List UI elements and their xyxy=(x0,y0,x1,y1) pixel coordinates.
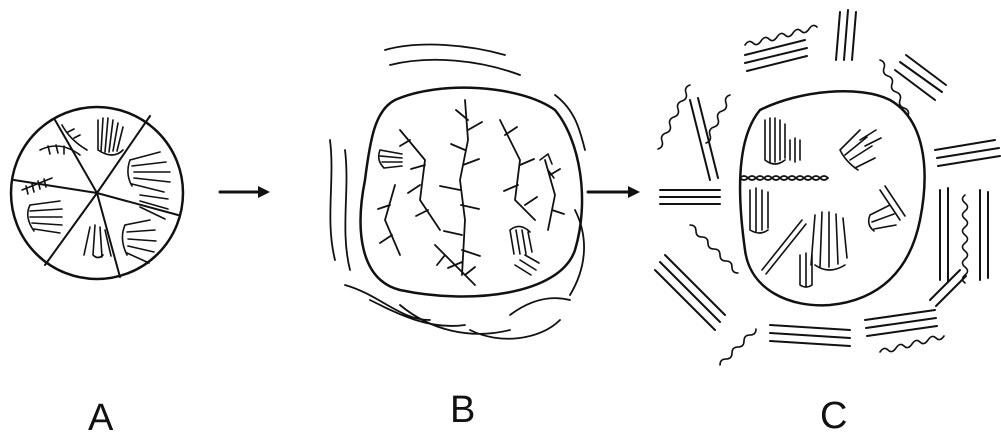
panel-c-inner-combs xyxy=(750,118,896,287)
panel-a xyxy=(11,107,183,279)
panel-b xyxy=(330,45,585,339)
panel-c-inner-helices xyxy=(740,176,905,274)
arrow-a-to-b xyxy=(220,186,270,198)
panel-b-branching-chains xyxy=(378,100,564,285)
panel-label-b: B xyxy=(450,389,475,431)
arrow-b-to-c xyxy=(588,186,640,198)
panel-c xyxy=(655,10,1000,365)
panel-label-c: C xyxy=(820,395,847,437)
panel-label-a: A xyxy=(88,397,114,438)
